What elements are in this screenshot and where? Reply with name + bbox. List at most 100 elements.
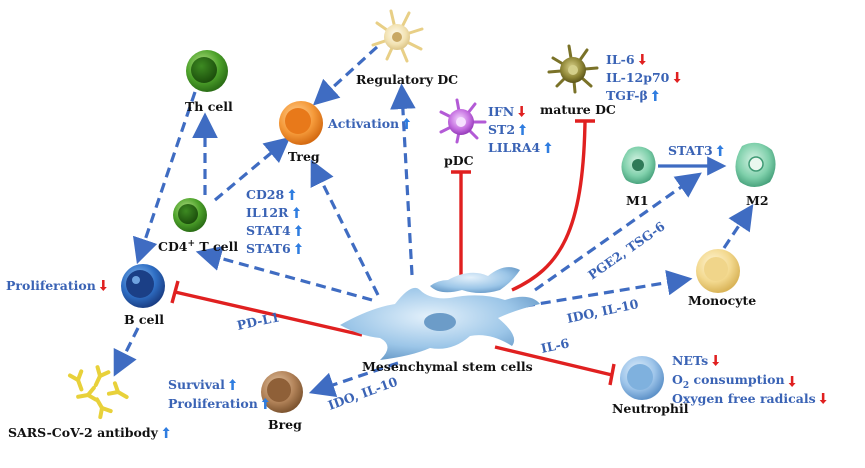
label-pge2-tsg6: PGE2, TSG-6: [585, 218, 668, 282]
down-arrow-icon: [638, 54, 646, 65]
label-m2: M2: [746, 193, 769, 208]
arrow-msc-to-breg: [308, 361, 399, 398]
down-arrow-icon: [788, 376, 796, 387]
up-arrow-icon: [519, 124, 527, 135]
monocyte-cell: [696, 249, 740, 293]
trend-arrows: [99, 54, 827, 438]
arrow-msc-to-treg: [310, 159, 380, 296]
up-arrow-icon: [294, 243, 302, 254]
mature-dc-marker: IL-6: [606, 52, 635, 67]
label-stat3: STAT3: [668, 143, 713, 158]
inhibit-msc-neutrophil: [494, 345, 613, 377]
antibody-icon: [76, 385, 98, 402]
label-b-cell: B cell: [124, 312, 164, 327]
down-arrow-icon: [518, 106, 526, 117]
inhibit-msc-bcell: [174, 290, 363, 337]
label-monocyte: Monocyte: [688, 293, 756, 308]
label-cd4-t-cell: CD4+ T cell: [158, 239, 238, 254]
up-arrow-icon: [544, 142, 552, 153]
up-arrow-icon: [229, 379, 237, 390]
antibody-icons: [67, 365, 129, 420]
th-cell-nucleus-icon: [191, 57, 217, 83]
inhibit-msc-neutrophil-bar: [608, 363, 616, 386]
monocyte-nucleus-icon: [704, 257, 728, 281]
label-regulatory-dc: Regulatory DC: [356, 72, 458, 87]
cd4-marker: STAT6: [246, 241, 291, 256]
arrow-th-to-bcell: [132, 91, 197, 265]
arrow-regdc-to-treg: [312, 45, 379, 106]
cd4-marker: CD28: [246, 187, 284, 202]
label-activation: Activation: [327, 116, 399, 131]
up-arrow-icon: [294, 225, 302, 236]
label-m1: M1: [626, 193, 649, 208]
antibody-icon: [95, 397, 113, 420]
down-arrow-icon: [712, 355, 720, 366]
arrow-msc-to-m2: [534, 172, 702, 292]
breg-cell: [261, 371, 303, 413]
mature-dc-marker: IL-12p70: [606, 70, 670, 85]
inhibit-msc-bcell-bar: [170, 280, 180, 304]
treg-nucleus-icon: [285, 108, 311, 134]
label-msc: Mesenchymal stem cells: [362, 359, 533, 374]
neutrophil-cell: [620, 356, 664, 400]
up-arrow-icon: [261, 398, 269, 409]
neutrophil-marker: Oxygen free radicals: [672, 391, 816, 406]
label-proliferation-breg: Proliferation: [168, 396, 258, 411]
cd4-marker: IL12R: [246, 205, 289, 220]
mesenchymal-stem-cells: [340, 267, 540, 360]
down-arrow-icon: [819, 393, 827, 404]
arrow-bcell-to-antibody: [113, 327, 140, 377]
up-arrow-icon: [288, 189, 296, 200]
pdc-marker: ST2: [488, 122, 515, 137]
label-mature-dc: mature DC: [540, 102, 616, 117]
down-arrow-icon: [99, 280, 107, 291]
b-cell: [121, 264, 165, 308]
label-breg: Breg: [268, 417, 302, 432]
labels: Th cell Treg Activation Regulatory DC ma…: [6, 52, 816, 440]
msc-back-icon: [430, 267, 520, 293]
mature-dc-cell: [547, 44, 599, 94]
arrow-msc-to-monocyte: [524, 269, 693, 308]
pdc-marker: LILRA4: [488, 140, 541, 155]
arrow-cd4-to-treg: [213, 136, 291, 202]
connectors: [113, 45, 754, 398]
arrow-msc-to-regdc: [390, 83, 416, 276]
antibody-icon: [106, 381, 129, 399]
inhibit-msc-maturedc: [511, 121, 587, 292]
pdc-marker-list: IFN ST2 LILRA4: [488, 104, 541, 155]
antibody-icon: [93, 365, 111, 388]
mature-dc-marker: TGF-β: [606, 88, 648, 103]
th-cell: [186, 50, 228, 92]
msc-nucleus-icon: [424, 313, 456, 331]
label-pdc: pDC: [444, 153, 474, 168]
treg-cell: [279, 101, 323, 145]
b-cell-nucleus-icon: [126, 270, 154, 298]
neutrophil-marker-list: NETs O2 consumption Oxygen free radicals: [672, 353, 816, 406]
up-arrow-icon: [162, 427, 170, 438]
pdc-cell: [439, 98, 487, 144]
pdc-marker: IFN: [488, 104, 514, 119]
neutrophil-nucleus-icon: [627, 364, 653, 390]
label-ido-il10-monocyte: IDO, IL-10: [566, 296, 641, 326]
up-arrow-icon: [716, 145, 724, 156]
cd4-marker: STAT4: [246, 223, 291, 238]
m1-macrophage: [621, 146, 656, 184]
m2-macrophage: [735, 142, 776, 187]
label-pd-l1: PD-L1: [236, 309, 281, 333]
mature-dc-marker-list: IL-6 IL-12p70 TGF-β: [606, 52, 670, 103]
arrow-msc-to-cd4: [195, 245, 373, 302]
label-treg: Treg: [288, 149, 320, 164]
up-arrow-icon: [403, 118, 411, 129]
neutrophil-marker: NETs: [672, 353, 708, 368]
cd4-marker-list: CD28 IL12R STAT4 STAT6: [246, 187, 291, 256]
label-th-cell: Th cell: [185, 99, 233, 114]
breg-nucleus-icon: [267, 378, 291, 402]
up-arrow-icon: [293, 207, 301, 218]
label-proliferation-b: Proliferation: [6, 278, 96, 293]
up-arrow-icon: [651, 90, 659, 101]
antibody-icon: [67, 369, 84, 392]
label-sars-antibody: SARS-CoV-2 antibody: [8, 425, 159, 440]
regulatory-dc-cell: [371, 9, 424, 63]
